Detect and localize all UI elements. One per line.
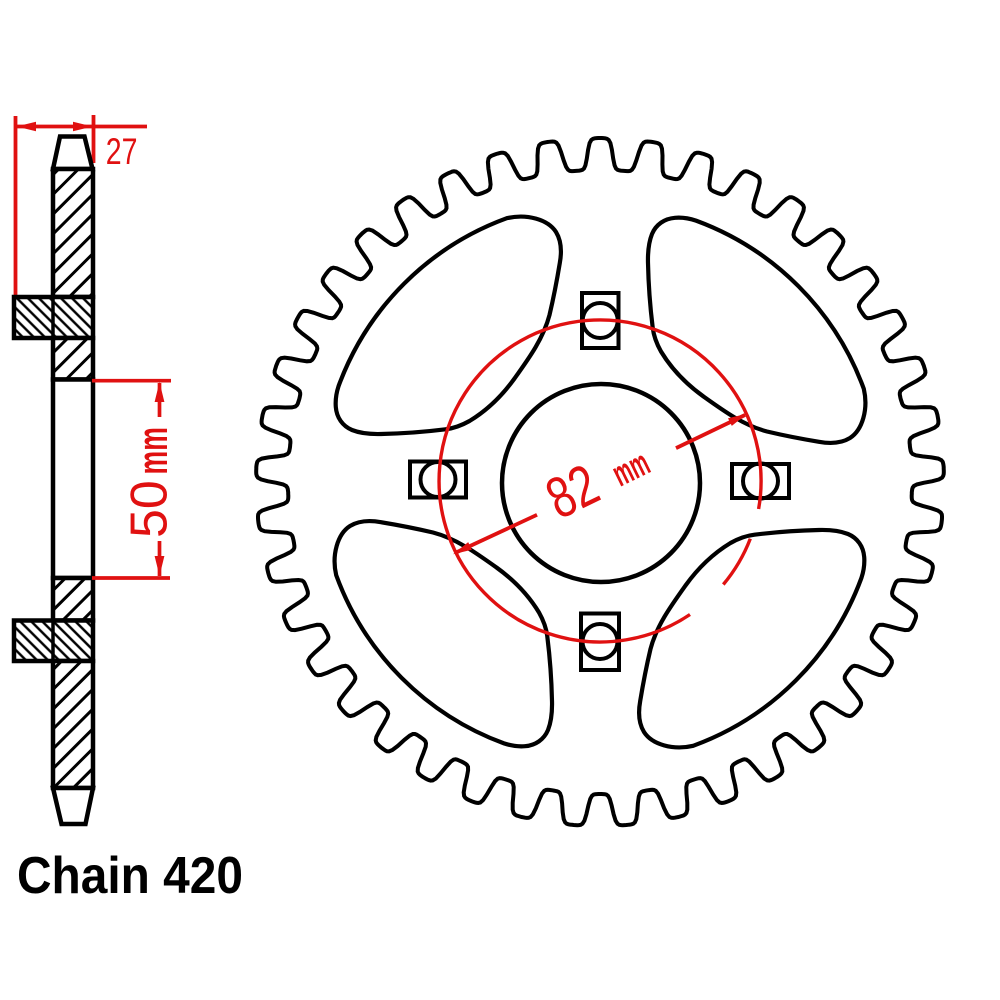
svg-text:50: 50 [121, 480, 179, 538]
svg-text:Chain 420: Chain 420 [17, 846, 243, 904]
svg-text:27: 27 [106, 130, 138, 171]
svg-text:mm: mm [130, 427, 177, 474]
